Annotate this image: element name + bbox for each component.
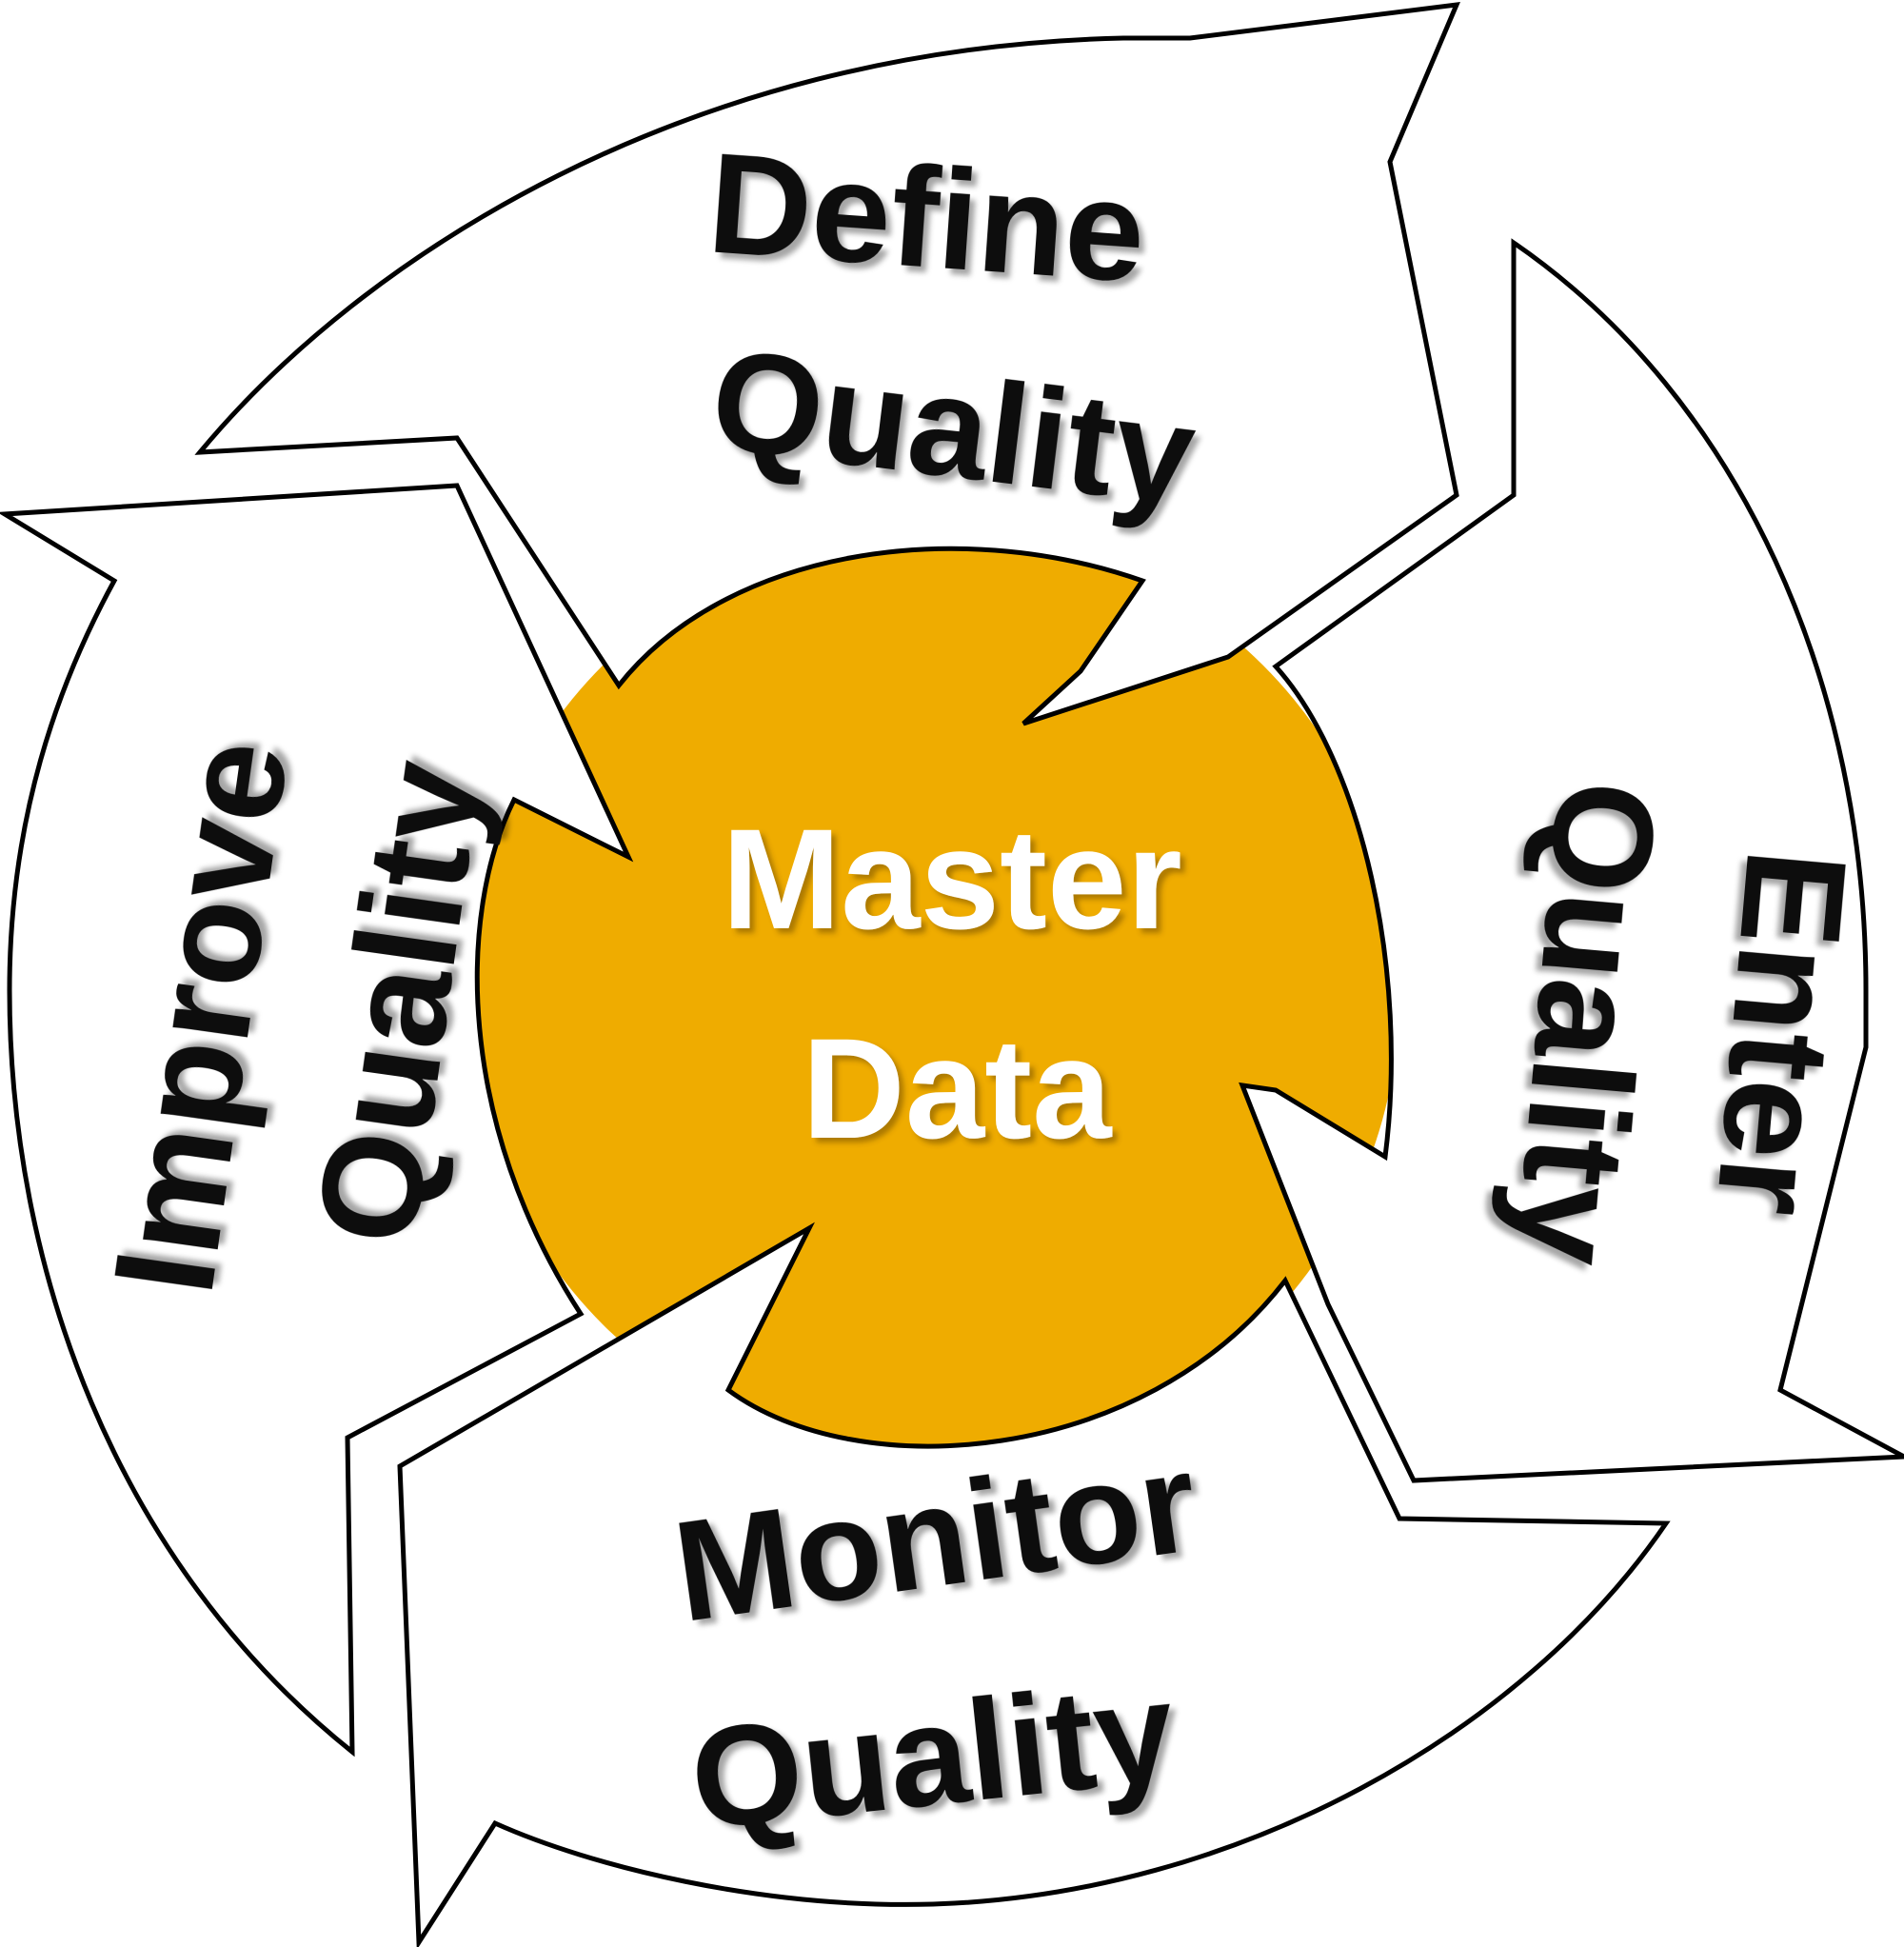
enter-quality-label-line1: Enter [1686, 844, 1877, 1222]
define-quality-arrow [194, 1, 1460, 726]
center-label-line2: Data [802, 1008, 1113, 1168]
center-circle [466, 528, 1399, 1461]
define-quality-label-line1: Define [704, 122, 1150, 312]
monitor-quality-arrow [397, 1222, 1671, 1947]
center-label-line1: Master [722, 799, 1182, 959]
improve-quality-arrow [0, 483, 634, 1758]
enter-quality-arrow [1239, 238, 1904, 1483]
